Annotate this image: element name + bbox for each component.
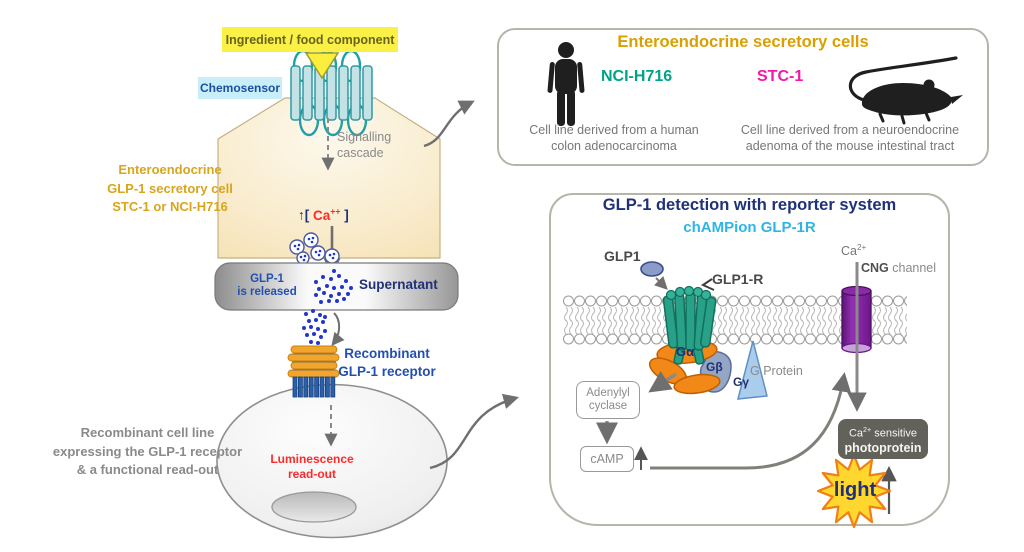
signalling-cascade-label: Signalling cascade [337,130,392,160]
light-starburst-icon [816,453,892,529]
cng-channel-label: CNG channel [861,261,937,275]
glp1r-label: GLP1-R [712,271,764,287]
mouse-icon [848,56,963,125]
recombinant-glp1-receptor-icon [287,345,340,398]
g-alpha-label: Gα [676,344,695,359]
secretory-cell-caption: Enteroendocrine GLP-1 secretory cell STC… [107,162,233,214]
recombinant-cell-shape [216,383,448,539]
reporter-panel-title: GLP-1 detection with reporter system [602,196,897,214]
connector-arrow-top [423,100,475,148]
photoprotein-box: Ca2+ sensitive photoprotein [838,419,928,459]
adenylyl-cyclase-box: Adenylyl cyclase [576,381,640,419]
glp1-binding-arrow [654,276,668,290]
glp1-released-label: GLP-1 is released [237,273,297,298]
light-label: light [833,479,877,501]
connector-arrow-bottom [429,393,520,470]
luminescence-label: Luminescence read-out [270,452,354,481]
human-icon [547,42,585,126]
supernatant-label: Supernatant [359,277,438,292]
glp1-receptor-bundle-icon [662,285,717,365]
glp1-ligand-icon [640,261,664,277]
secretory-panel-title: Enteroendocrine secretory cells [617,33,869,51]
galpha-to-adenylyl-arrow [648,370,677,393]
glp1r-pointer [700,278,715,291]
nci-h716-label: NCI-H716 [601,68,673,85]
ingredient-box: Ingredient / food component [222,27,398,52]
stc-1-label: STC-1 [757,68,804,85]
camp-to-channel-arrow [650,372,852,470]
camp-box: cAMP [580,446,634,472]
supernatant-bar [214,262,459,311]
glp1-drop-arrow [331,312,345,347]
human-cell-desc: Cell line derived from a human colon ade… [529,123,699,153]
g-protein-label: G Protein [750,364,803,378]
glp1-molecules-icon [314,269,353,304]
nucleus-icon [271,491,357,523]
calcium-ion-label: Ca2+ [841,243,867,259]
g-gamma-label: Gγ [733,375,750,389]
glp1-falling-dots-icon [302,309,327,345]
calcium-label: ↑[ Ca++ ] [298,206,349,223]
reporter-panel-subtitle: chAMPion GLP-1R [683,219,816,236]
recombinant-receptor-label: Recombinant GLP-1 receptor [338,346,436,379]
secretory-cell-shape [217,97,441,259]
g-beta-label: Gβ [706,360,723,374]
glp1-label: GLP1 [604,248,641,264]
recombinant-cell-caption: Recombinant cell line expressing the GLP… [52,425,243,477]
mouse-cell-desc: Cell line derived from a neuroendocrine … [740,123,960,153]
secretory-vesicles-icon [289,232,340,265]
chemosensor-label: Chemosensor [198,77,282,99]
ingredient-triangle-icon [304,52,340,80]
